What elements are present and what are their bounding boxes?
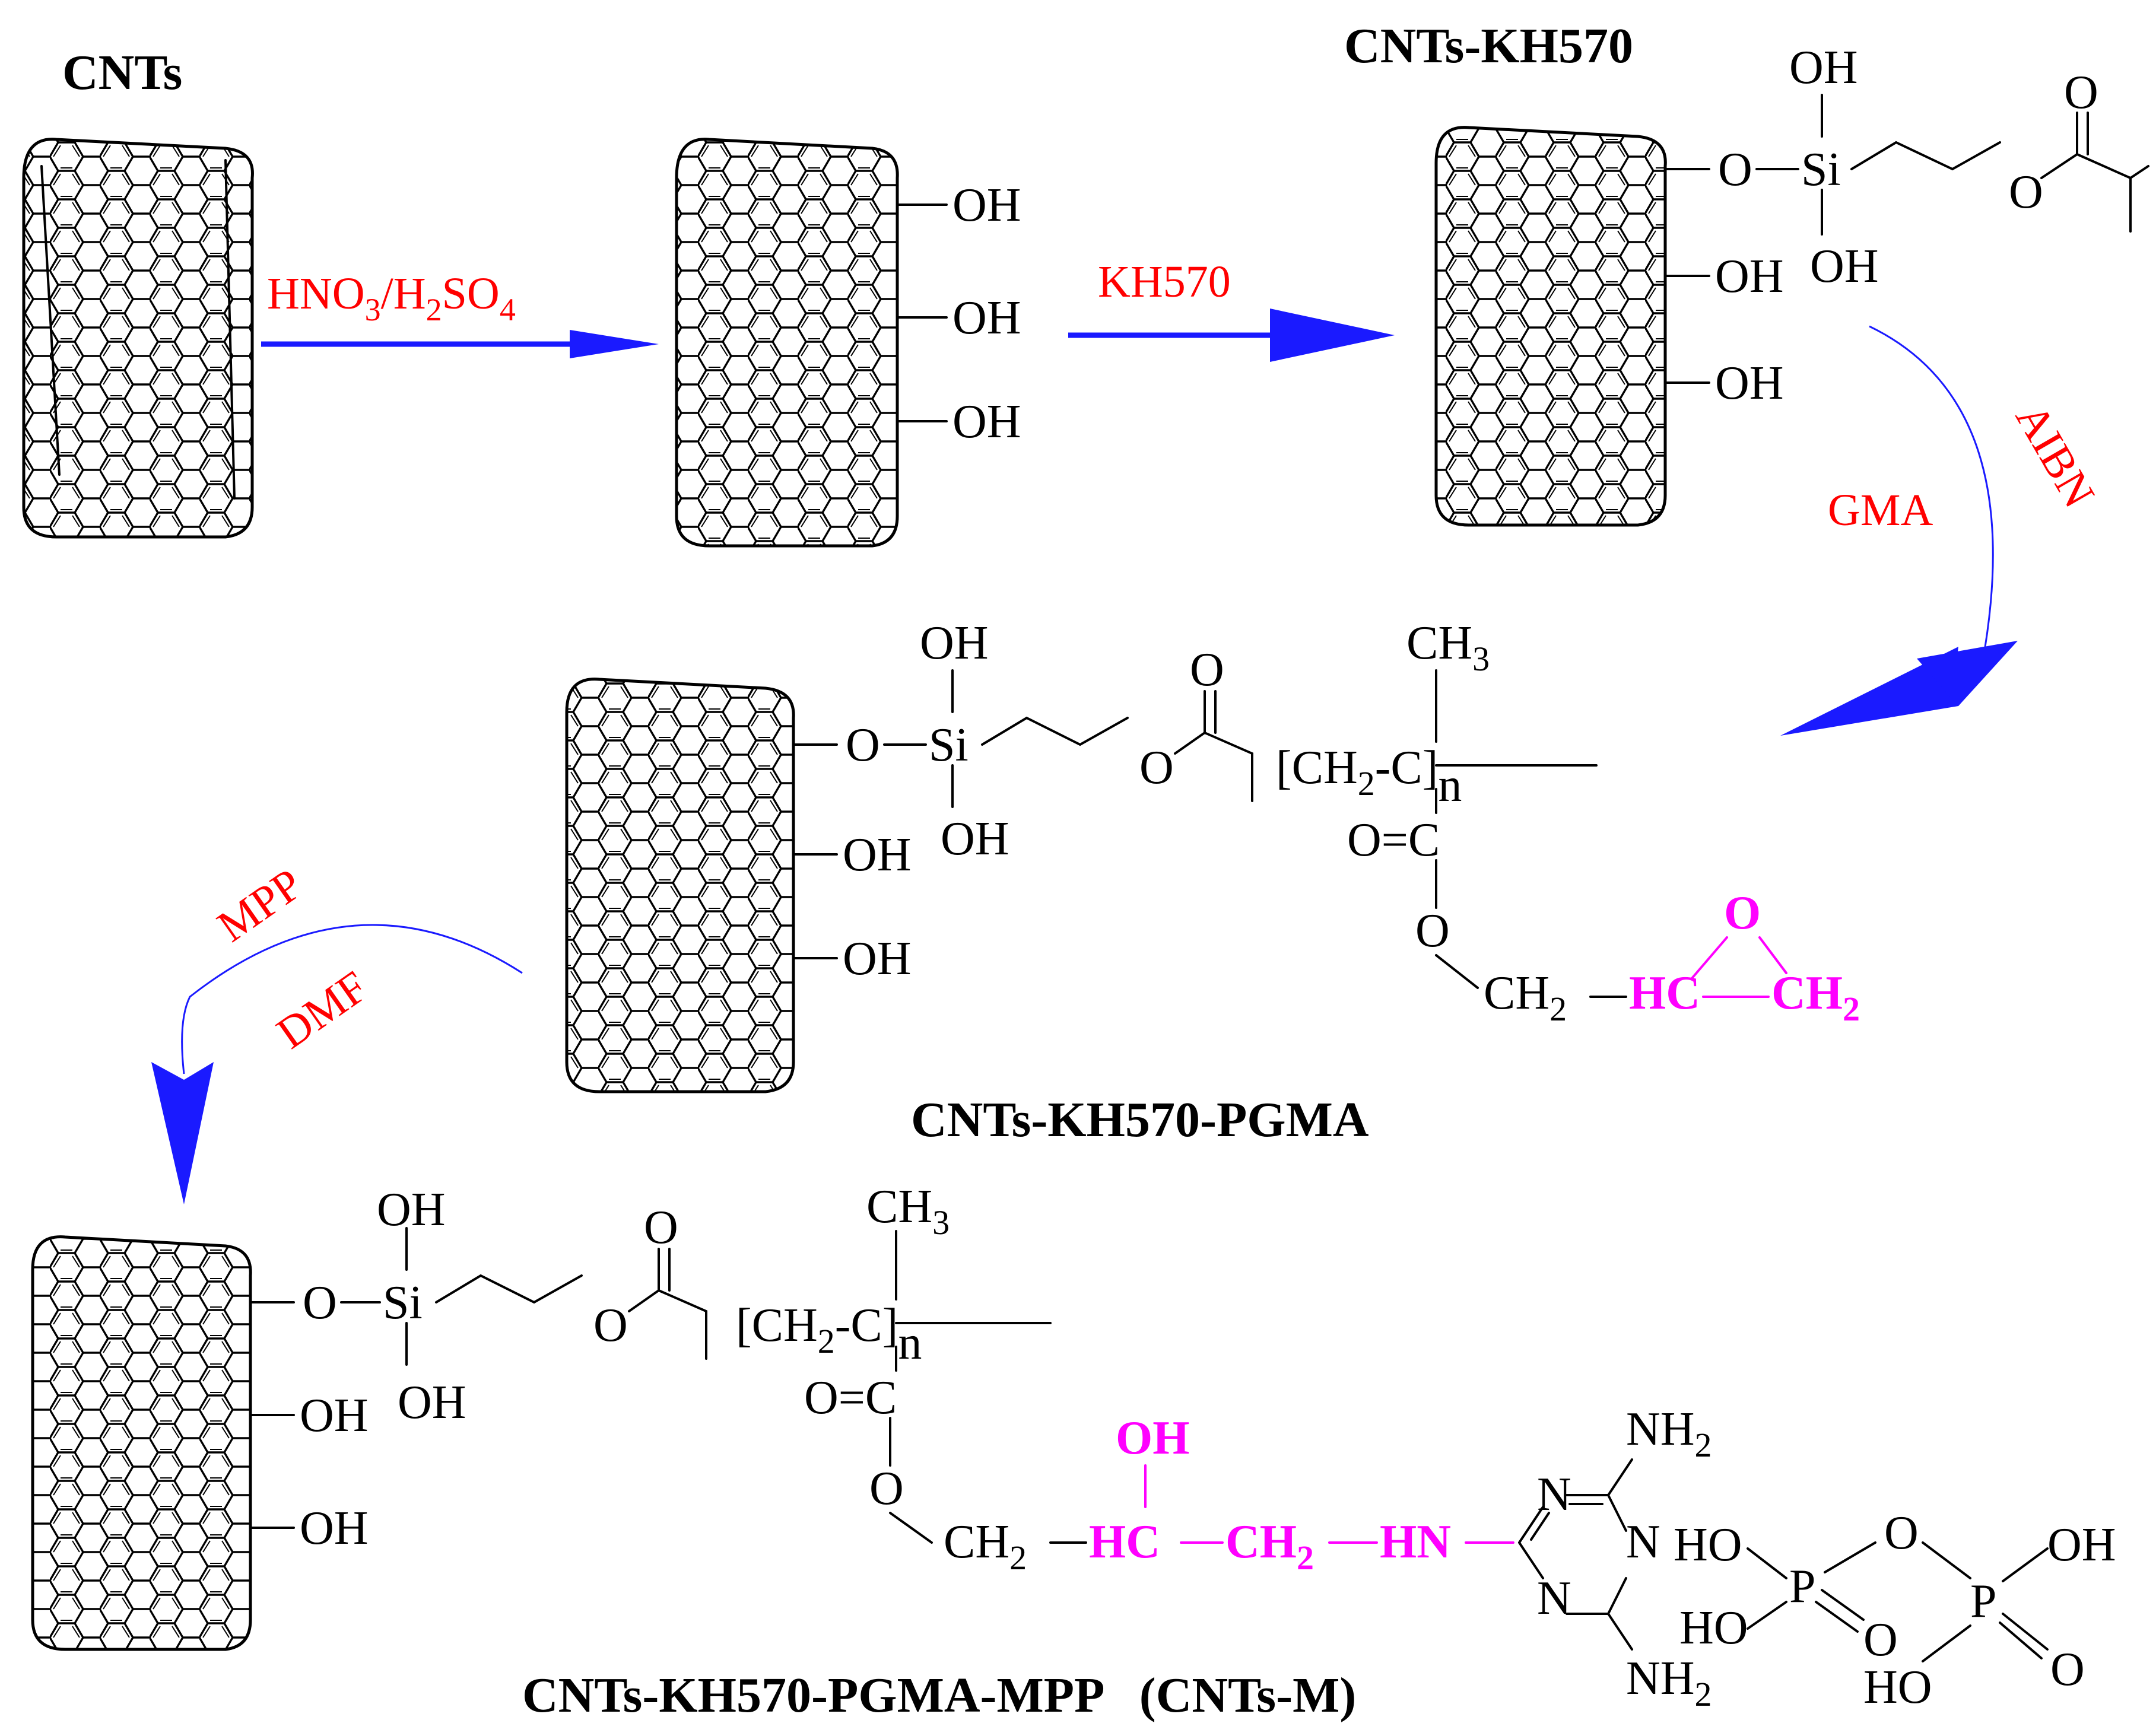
oh-label: OH xyxy=(1810,240,1879,292)
nanotube-3: O Si OH OH O O OH OH xyxy=(1434,42,2149,527)
oxygen-atom: O xyxy=(1863,1614,1898,1666)
methine-hc: HC xyxy=(1089,1516,1160,1568)
carbonyl-group: O=C xyxy=(804,1372,897,1424)
ho-label: HO xyxy=(1679,1602,1748,1654)
oh-label: OH xyxy=(398,1376,466,1429)
oxygen-atom: O xyxy=(644,1201,678,1254)
carbonyl-group: O=C xyxy=(1347,814,1440,866)
nanotube-4: O Si OH OH OH OH O O [CH2-C]n CH3 O=C O … xyxy=(565,617,1860,1093)
reaction-arrow-4: MPP DMF xyxy=(151,859,523,1204)
reagent-gma: GMA xyxy=(1828,485,1933,535)
oxygen-atom: O xyxy=(303,1277,337,1329)
hydroxy-oh: OH xyxy=(1116,1412,1189,1464)
methylene-ch2: CH2 xyxy=(1225,1516,1314,1577)
oh-label: OH xyxy=(1715,357,1784,409)
reagent-dmf: DMF xyxy=(268,962,377,1058)
oxygen-atom: O xyxy=(2064,66,2098,119)
oxygen-atom: O xyxy=(1415,905,1450,957)
triazine-n: N xyxy=(1537,1468,1571,1521)
silicon-atom: Si xyxy=(929,719,969,771)
methyl-group: CH3 xyxy=(866,1181,950,1242)
reaction-arrow-3: GMA AIBN xyxy=(1780,325,2104,736)
oxygen-atom: O xyxy=(846,719,880,771)
oxygen-atom: O xyxy=(1190,644,1224,696)
epoxide-hc: HC xyxy=(1629,967,1700,1019)
nanotube-1 xyxy=(22,138,254,539)
oh-label: OH xyxy=(300,1390,369,1442)
methyl-group: CH3 xyxy=(1406,617,1490,678)
oh-label: OH xyxy=(1789,42,1858,94)
polymer-repeat-unit: [CH2-C]n xyxy=(736,1299,922,1369)
oxygen-atom: O xyxy=(2009,166,2043,218)
oh-label: OH xyxy=(952,179,1021,231)
oxygen-atom: O xyxy=(869,1462,904,1515)
oh-label: OH xyxy=(843,933,912,985)
bridging-oxygen: O xyxy=(1884,1507,1919,1559)
oh-label: OH xyxy=(843,829,912,881)
amino-group: NH2 xyxy=(1626,1652,1712,1713)
title-cnts: CNTs xyxy=(62,45,182,100)
triazine-n: N xyxy=(1626,1516,1660,1568)
title-cnts-kh570: CNTs-KH570 xyxy=(1344,18,1633,74)
silicon-atom: Si xyxy=(1801,144,1841,196)
oxygen-atom: O xyxy=(593,1299,628,1352)
oh-label: OH xyxy=(952,292,1021,344)
title-cnts-kh570-pgma: CNTs-KH570-PGMA xyxy=(911,1092,1369,1147)
oxygen-atom: O xyxy=(2050,1643,2085,1696)
reagent-acid: HNO3/H2SO4 xyxy=(267,269,516,328)
oh-label: OH xyxy=(952,396,1021,448)
ho-label: HO xyxy=(1674,1519,1742,1571)
nanotube-5: O Si OH OH OH OH O O [CH2-C]n CH3 O=C O … xyxy=(31,1181,2116,1713)
oh-label: OH xyxy=(920,617,989,669)
polymer-repeat-unit: [CH2-C]n xyxy=(1276,742,1462,812)
oh-label: OH xyxy=(2047,1519,2116,1571)
oxygen-atom: O xyxy=(1718,144,1752,196)
silicon-atom: Si xyxy=(383,1277,423,1329)
oh-label: OH xyxy=(941,813,1009,865)
phosphorus-atom: P xyxy=(1789,1560,1816,1613)
reaction-arrow-1: HNO3/H2SO4 xyxy=(261,269,659,358)
ho-label: HO xyxy=(1863,1661,1932,1713)
oh-label: OH xyxy=(377,1184,446,1236)
nanotube-2: OH OH OH xyxy=(675,138,1021,548)
reagent-kh570: KH570 xyxy=(1098,257,1231,307)
epoxide-ch2: CH2 xyxy=(1771,967,1860,1028)
reagent-aibn: AIBN xyxy=(2006,396,2104,516)
amine-hn: HN xyxy=(1380,1516,1451,1568)
epoxide-oxygen: O xyxy=(1724,887,1761,939)
methylene-group: CH2 xyxy=(1484,967,1567,1028)
oh-label: OH xyxy=(300,1502,369,1554)
triazine-n: N xyxy=(1537,1572,1571,1624)
oh-label: OH xyxy=(1715,250,1784,303)
reaction-arrow-2: KH570 xyxy=(1068,257,1395,362)
phosphorus-atom: P xyxy=(1970,1575,1997,1627)
amino-group: NH2 xyxy=(1626,1403,1712,1464)
oxygen-atom: O xyxy=(1139,742,1174,794)
title-cnts-m: CNTs-KH570-PGMA-MPP (CNTs-M) xyxy=(522,1668,1356,1723)
methylene-group: CH2 xyxy=(944,1516,1027,1577)
